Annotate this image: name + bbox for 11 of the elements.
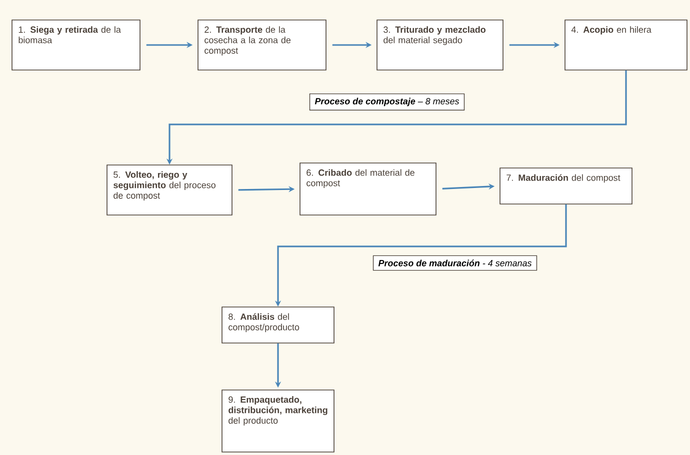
edge-label: Proceso de compostaje – 8 meses: [309, 93, 465, 110]
process-box: 8. Análisis del compost/producto: [222, 306, 334, 344]
process-box: 6. Cribado del material de compost: [300, 162, 436, 216]
process-box: 3. Triturado y mezclado del material segado: [376, 20, 504, 70]
process-box: 7. Maduración del compost: [500, 168, 632, 204]
process-box: 5. Volteo, riego y seguimiento del proceso de compost: [106, 164, 232, 216]
process-box: 2. Transporte de la cosecha a la zona de compost: [198, 20, 326, 70]
edge-label: Proceso de maduración - 4 semanas: [372, 255, 538, 271]
process-box: 1. Siega y retirada de la biomasa: [12, 20, 140, 70]
process-box: 9. Empaquetado, distribución, marketing del producto: [222, 390, 334, 452]
process-box: 4. Acopio en hilera: [564, 20, 688, 70]
